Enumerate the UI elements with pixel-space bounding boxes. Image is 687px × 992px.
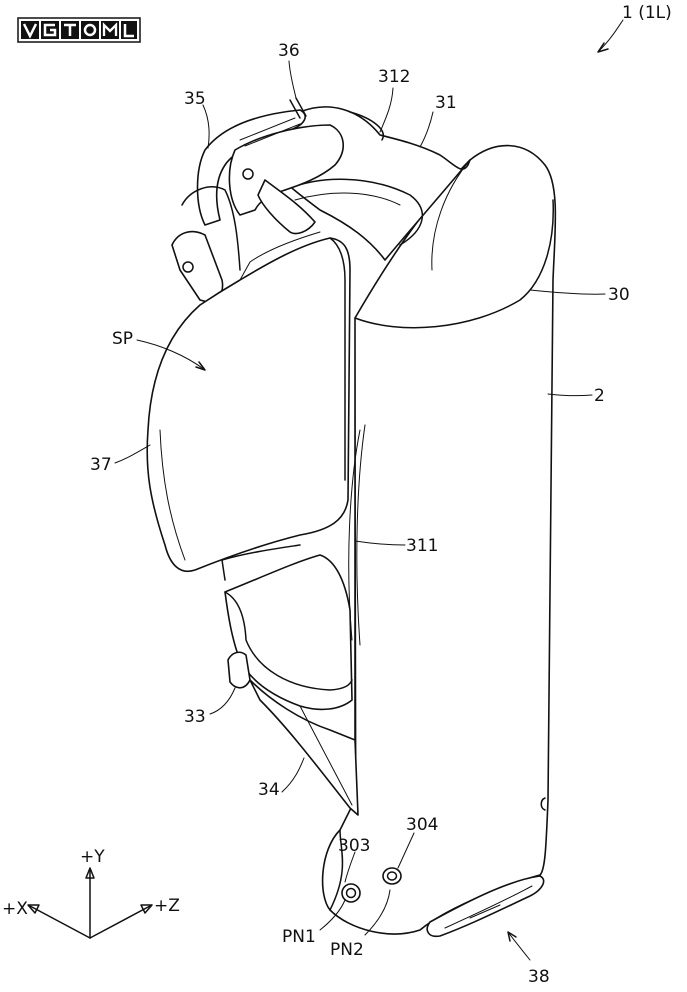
label-37: 37 [90,455,112,475]
label-35: 35 [184,89,206,109]
arm-link [171,186,241,302]
shield-37 [146,231,351,572]
leader-lines [114,19,624,961]
label-304: 304 [406,815,438,835]
connector-38 [426,875,545,938]
label-30: 30 [608,285,630,305]
label-311: 311 [406,536,438,556]
label-pn2: PN2 [330,940,364,960]
axis-indicator: +Y +X +Z [2,847,180,939]
vgtime-logo [17,17,141,43]
label-33: 33 [184,707,206,727]
figure-ref-label: 1 (1L) [622,3,672,23]
label-pn1: PN1 [282,927,316,947]
axis-x-label: +X [2,899,28,919]
label-36: 36 [278,41,300,61]
cover-33 [221,544,353,711]
label-2: 2 [594,386,605,406]
label-sp: SP [112,329,133,349]
label-303: 303 [338,836,370,856]
axis-z-label: +Z [154,896,180,916]
pin-pn1 [341,883,361,903]
body-30 [321,144,557,935]
axis-y-label: +Y [80,847,105,867]
label-34: 34 [258,780,280,800]
label-312: 312 [378,67,410,87]
callout-labels: 1 (1L) 36 312 35 31 30 SP 2 37 311 33 34… [90,3,672,987]
hinge-35 [196,97,344,235]
bracket-34 [249,679,359,816]
label-31: 31 [435,93,457,113]
label-38: 38 [528,967,550,987]
pin-pn2 [382,867,402,885]
